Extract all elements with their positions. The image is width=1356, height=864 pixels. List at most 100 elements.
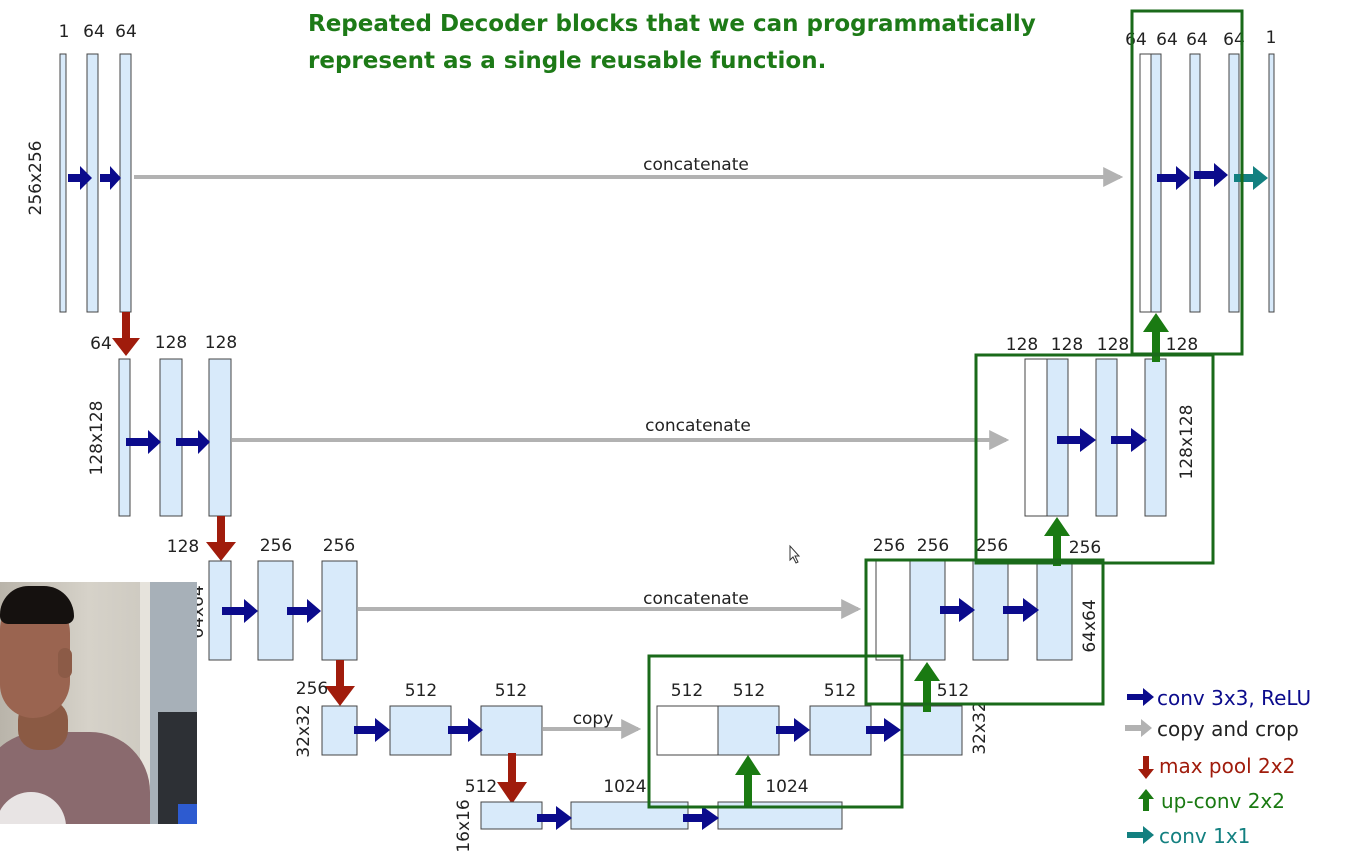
conv-arrow-icon [1111, 428, 1147, 452]
channel-label: 256 [976, 536, 1008, 556]
resolution-label: 128x128 [1177, 405, 1197, 480]
legend-label-conv1x1: conv 1x1 [1159, 824, 1250, 848]
skip-connection-3: concatenate [358, 589, 862, 619]
upconv-arrow-icon [1044, 517, 1070, 566]
decoder-block [972, 560, 1009, 661]
decoder-block [1189, 53, 1201, 313]
upconv-arrow-icon [1143, 313, 1169, 362]
conv-arrow-icon [1003, 598, 1039, 622]
heading-line-2: represent as a single reusable function. [308, 48, 827, 74]
encoder-block [119, 53, 132, 313]
channel-label: 128 [1166, 335, 1198, 355]
decoder-block [1144, 358, 1167, 517]
channel-label: 64 [1156, 30, 1178, 50]
bottleneck-level-5: 512 1024 1024 16x16 [454, 755, 843, 853]
channel-label: 256 [260, 536, 292, 556]
decoder-block [717, 705, 780, 756]
channel-label: 512 [824, 681, 856, 701]
copied-block [1024, 358, 1048, 517]
webcam-object [178, 804, 197, 824]
channel-label: 256 [1069, 538, 1101, 558]
decoder-block [1150, 53, 1162, 313]
resolution-label: 256x256 [26, 141, 46, 216]
channel-label: 64 [90, 334, 112, 354]
resolution-label: 128x128 [87, 401, 107, 476]
resolution-label: 32x32 [970, 701, 990, 754]
conv-arrow-icon [776, 718, 810, 742]
channel-label: 64 [1186, 30, 1208, 50]
channel-label: 128 [1051, 335, 1083, 355]
channel-label: 512 [733, 681, 765, 701]
decoder-block [1228, 53, 1240, 313]
channel-label: 512 [465, 777, 497, 797]
channel-label: 256 [296, 679, 328, 699]
connection-label: concatenate [643, 589, 749, 609]
upconv-arrow-icon [914, 662, 940, 712]
copied-block [1139, 53, 1152, 313]
conv-arrow-icon [287, 599, 321, 623]
upconv-arrow-icon [735, 755, 761, 808]
conv1x1-arrow-icon [1234, 166, 1268, 190]
channel-label: 128 [167, 537, 199, 557]
connection-label: concatenate [643, 155, 749, 175]
decoder-block [1036, 560, 1073, 661]
channel-label: 64 [1125, 30, 1147, 50]
encoder-block [321, 560, 358, 661]
conv-arrow-icon [354, 718, 390, 742]
channel-label: 64 [115, 22, 137, 42]
channel-label: 512 [405, 681, 437, 701]
encoder-level-2: 64 128 128 128x128 [87, 333, 237, 517]
conv-arrow-icon [448, 718, 483, 742]
conv-arrow-icon [1157, 166, 1190, 190]
bottleneck-block [480, 801, 543, 830]
channel-label: 1 [1266, 28, 1277, 48]
resolution-label: 64x64 [1080, 599, 1100, 652]
diagram-heading: Repeated Decoder blocks that we can prog… [308, 6, 1068, 80]
channel-label: 128 [1006, 335, 1038, 355]
decoder-level-4: 512 512 512 512 32x32 [656, 662, 990, 756]
channel-label: 128 [155, 333, 187, 353]
conv-arrow-icon [537, 806, 572, 830]
presenter-hair [0, 586, 74, 624]
channel-label: 1024 [603, 777, 646, 797]
conv-arrow-icon [176, 430, 210, 454]
decoder-level-3: 256 256 256 256 64x64 [873, 517, 1101, 661]
copied-block [875, 560, 911, 661]
skip-connection-1: concatenate [134, 155, 1124, 187]
conv-arrow-icon [68, 166, 92, 190]
channel-label: 512 [671, 681, 703, 701]
channel-label: 256 [873, 536, 905, 556]
encoder-block [59, 53, 67, 313]
channel-label: 256 [323, 536, 355, 556]
decoder-level-2: 128 128 128 128 128x128 [1006, 313, 1198, 517]
channel-label: 128 [1097, 335, 1129, 355]
channel-label: 128 [205, 333, 237, 353]
channel-label: 512 [495, 681, 527, 701]
conv-arrow-icon [866, 718, 901, 742]
copy-arrow-icon [1125, 719, 1152, 737]
skip-connection-4: copy [543, 709, 642, 739]
conv-arrow-icon [683, 806, 719, 830]
resolution-label: 32x32 [294, 704, 314, 757]
maxpool-arrow-icon [112, 312, 140, 356]
channel-label: 1024 [765, 777, 808, 797]
decoder-frame-4 [647, 654, 904, 809]
connection-label: copy [573, 709, 614, 729]
output-block [1268, 53, 1275, 313]
encoder-block [208, 358, 232, 517]
encoder-level-3: 128 256 256 64x64 [167, 536, 358, 661]
decoder-frame-2 [974, 353, 1215, 565]
maxpool-arrow-icon [206, 516, 236, 561]
legend-label-upconv: up-conv 2x2 [1161, 789, 1285, 813]
encoder-block [389, 705, 452, 756]
conv1x1-arrow-icon [1127, 826, 1154, 844]
decoder-block [909, 560, 946, 661]
decoder-block [900, 705, 963, 756]
conv-arrow-icon [1194, 163, 1228, 187]
maxpool-arrow-icon [497, 753, 527, 804]
encoder-level-1: 1 64 64 256x256 [26, 22, 137, 313]
decoder-block [809, 705, 872, 756]
decoder-frame-3 [864, 558, 1105, 706]
encoder-block [159, 358, 183, 517]
copied-block [656, 705, 719, 756]
